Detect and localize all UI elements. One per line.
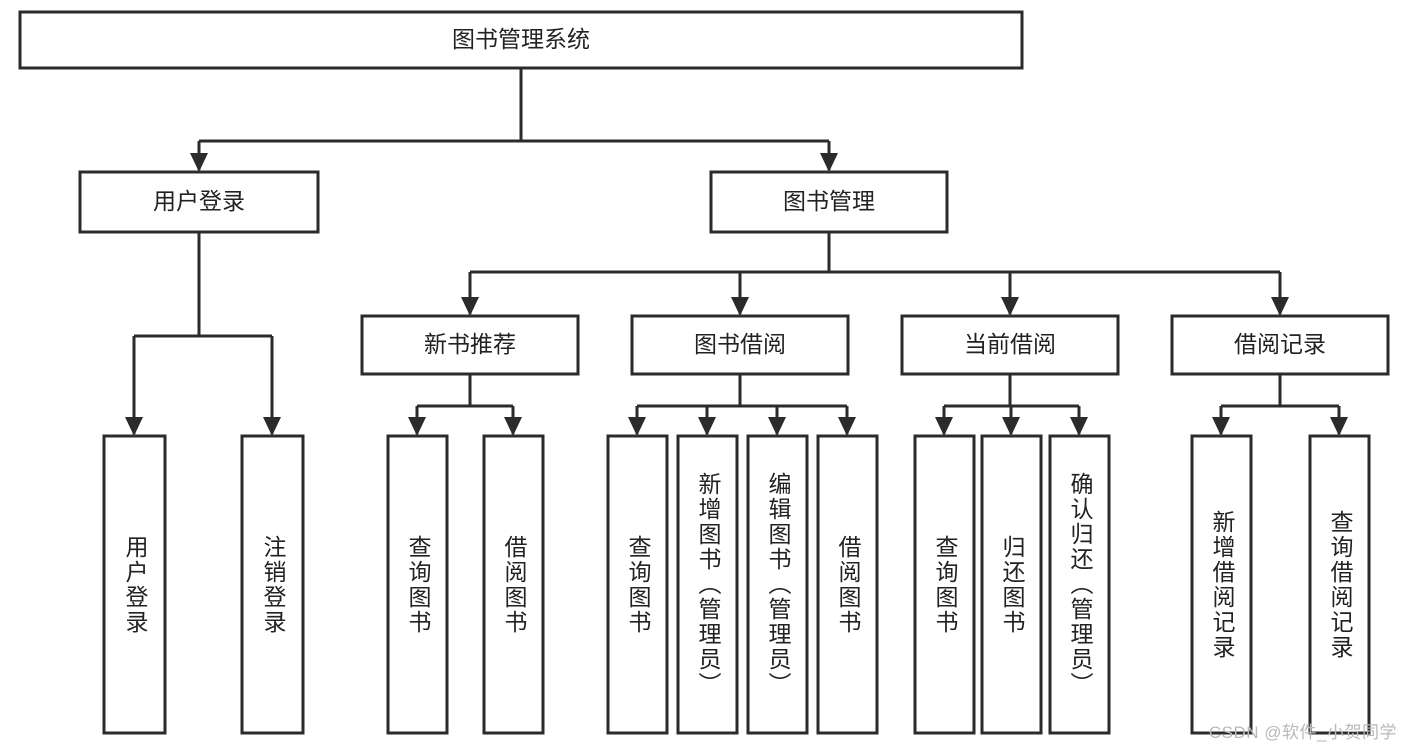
- node-leaf-edit-book-admin[interactable]: [746, 434, 809, 735]
- node-leaf-user-login[interactable]: [102, 434, 167, 735]
- node-leaf-borrow-book-1[interactable]: [482, 434, 545, 735]
- connector-layer: [125, 68, 1348, 436]
- arrowhead-icon: [1001, 297, 1019, 316]
- arrowhead-icon: [1212, 417, 1230, 436]
- node-current-borrow[interactable]: [900, 314, 1120, 376]
- arrowhead-icon: [408, 417, 426, 436]
- node-leaf-borrow-book-2[interactable]: [816, 434, 879, 735]
- csdn-watermark: CSDN @软件_小贺同学: [1208, 723, 1397, 742]
- arrowhead-icon: [461, 297, 479, 316]
- node-current-borrow-label: 当前借阅: [964, 331, 1056, 357]
- arrowhead-icon: [838, 417, 856, 436]
- node-leaf-add-book-admin[interactable]: [676, 434, 739, 735]
- node-borrow-record[interactable]: [1170, 314, 1390, 376]
- node-leaf-query-book-2[interactable]: [606, 434, 669, 735]
- node-book-borrow[interactable]: [630, 314, 850, 376]
- node-borrow-record-label: 借阅记录: [1234, 331, 1326, 357]
- node-new-book-recommend-label: 新书推荐: [424, 331, 516, 357]
- node-leaf-query-borrow-record[interactable]: [1308, 434, 1371, 735]
- arrowhead-icon: [125, 417, 143, 436]
- arrowhead-icon: [935, 417, 953, 436]
- arrowhead-icon: [698, 417, 716, 436]
- node-leaf-logout-login[interactable]: [240, 434, 305, 735]
- arrowhead-icon: [504, 417, 522, 436]
- node-leaf-return-book[interactable]: [980, 434, 1043, 735]
- node-leaf-confirm-return-admin[interactable]: [1048, 434, 1111, 735]
- node-user-login[interactable]: [78, 170, 320, 234]
- node-leaf-add-borrow-record[interactable]: [1190, 434, 1253, 735]
- node-book-manage-label: 图书管理: [783, 188, 875, 214]
- node-user-login-label: 用户登录: [153, 188, 245, 214]
- node-leaf-query-book-3[interactable]: [913, 434, 976, 735]
- arrowhead-icon: [820, 153, 838, 172]
- arrowhead-icon: [190, 153, 208, 172]
- arrowhead-icon: [1271, 297, 1289, 316]
- arrowhead-icon: [263, 417, 281, 436]
- arrowhead-icon: [731, 297, 749, 316]
- arrowhead-icon: [1002, 417, 1020, 436]
- node-book-borrow-label: 图书借阅: [694, 331, 786, 357]
- node-leaf-query-book-1[interactable]: [386, 434, 449, 735]
- arrowhead-icon: [1070, 417, 1088, 436]
- arrowhead-icon: [628, 417, 646, 436]
- arrowhead-icon: [1330, 417, 1348, 436]
- node-root[interactable]: [18, 10, 1024, 70]
- arrowhead-icon: [768, 417, 786, 436]
- node-book-manage[interactable]: [709, 170, 949, 234]
- node-new-book-recommend[interactable]: [360, 314, 580, 376]
- node-root-label: 图书管理系统: [452, 26, 590, 52]
